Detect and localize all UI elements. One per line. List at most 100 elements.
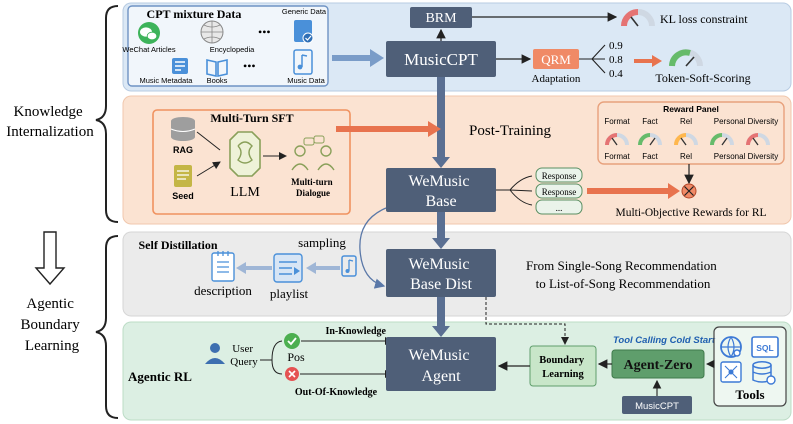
- web-search-icon: [720, 336, 742, 359]
- qrm-fanout: [579, 44, 606, 74]
- cpt-encyclopedia-label: Encyclopedia: [210, 45, 255, 54]
- sql-icon: SQL: [751, 336, 779, 358]
- music-file-icon: [341, 255, 357, 277]
- tools-label: Tools: [735, 387, 764, 402]
- rag-database-icon: [170, 117, 196, 141]
- response-bubble-2: ...: [535, 199, 583, 215]
- reward-gauge-icon: [674, 133, 698, 146]
- reward-panel: [597, 101, 785, 165]
- sampling-curve-arrow: [359, 207, 387, 289]
- cpt-books-label: Books: [207, 76, 228, 85]
- sft-title: Multi-Turn SFT: [210, 111, 293, 125]
- sft-box: [152, 109, 351, 215]
- reward-labels-row1: Format Fact Rel Personal Diversity: [604, 117, 778, 126]
- reward-gauge-icon: [710, 133, 734, 146]
- base-to-dist-arrow: [432, 212, 450, 249]
- musiccpt-label: MusicCPT: [404, 50, 478, 69]
- brm-label: BRM: [425, 11, 457, 26]
- from-single-song-label: From Single-Song Recommendation to List-…: [526, 258, 720, 291]
- sft-to-post-training-arrow: [336, 121, 441, 137]
- agentic-rl-title: Agentic RL: [128, 369, 192, 384]
- wechat-icon: [138, 22, 160, 44]
- reward-panel-title: Reward Panel: [663, 104, 719, 114]
- wemusic-base-node: [386, 168, 496, 212]
- user-icon: [205, 343, 225, 364]
- scores-to-token-arrow: [634, 55, 662, 67]
- score-2: 0.4: [609, 68, 623, 80]
- llm-brain-icon: [229, 131, 261, 177]
- wemusic-base-dist-label: WeMusic Base Dist: [409, 256, 474, 293]
- svg-text:Rel: Rel: [680, 117, 692, 126]
- cpt-dots-top: •••: [258, 25, 271, 39]
- boundary-learning-node: [529, 345, 597, 387]
- multi-objective-label: Multi-Objective Rewards for RL: [615, 207, 766, 219]
- database-search-icon: [752, 361, 776, 385]
- response-bubble-1: Response: [535, 183, 583, 199]
- kl-loss-label: KL loss constraint: [660, 12, 748, 26]
- playlist-label: playlist: [270, 286, 309, 301]
- combine-cross-icon: [681, 183, 697, 199]
- svg-text:Response: Response: [542, 187, 577, 197]
- svg-text:Format: Format: [604, 152, 630, 161]
- music-data-icon: [293, 49, 313, 75]
- responses-to-reward-arrow: [587, 183, 680, 199]
- tool-cold-start-label: Tool Calling Cold Start: [613, 335, 716, 346]
- music-metadata-icon: [172, 58, 188, 74]
- musiccpt-node: [386, 41, 496, 77]
- svg-text:Rel: Rel: [680, 152, 692, 161]
- svg-text:Fact: Fact: [642, 117, 658, 126]
- llm-label: LLM: [230, 185, 260, 200]
- cpt-generic-label: Generic Data: [282, 7, 327, 16]
- brace-knowledge: [95, 5, 119, 223]
- stage-transition-arrow: [34, 231, 66, 286]
- svg-text:...: ...: [556, 203, 563, 213]
- wemusic-agent-node: [386, 337, 496, 391]
- music-to-playlist-arrow: [306, 262, 340, 274]
- rag-seed-to-llm-arrows: [196, 131, 220, 177]
- musiccpt-small-node: [622, 396, 692, 414]
- svg-text:Format: Format: [604, 117, 630, 126]
- brm-node: [410, 7, 472, 28]
- wemusic-agent-label: WeMusic Agent: [409, 347, 474, 385]
- encyclopedia-globe-icon: [200, 20, 224, 44]
- reward-gauge-icons: [605, 133, 770, 146]
- description-label: description: [194, 283, 252, 298]
- in-knowledge-label: In-Knowledge: [325, 326, 386, 337]
- musiccpt-to-base-arrow: [432, 77, 450, 168]
- kl-gauge-icon: [621, 9, 655, 27]
- cpt-to-musiccpt-arrow: [332, 49, 384, 67]
- svg-text:Response: Response: [542, 171, 577, 181]
- network-graph-icon: [720, 361, 742, 383]
- dist-to-agent-arrow: [432, 297, 450, 337]
- cpt-music-metadata-label: Music Metadata: [140, 76, 194, 85]
- stage-knowledge-label: Knowledge Internalization: [6, 104, 94, 140]
- svg-text:Personal Diversity: Personal Diversity: [714, 117, 778, 126]
- score-0: 0.9: [609, 40, 623, 52]
- playlist-icon: [273, 253, 303, 283]
- user-query-label: User Query: [230, 343, 258, 368]
- stage-agentic-label: Agentic Boundary Learning: [21, 296, 84, 354]
- pos-label: Pos: [287, 350, 305, 364]
- seed-label: Seed: [172, 191, 194, 201]
- multi-turn-label: Multi-turn Dialogue: [291, 177, 335, 198]
- score-1: 0.8: [609, 54, 623, 66]
- wemusic-base-label: WeMusic Base: [409, 173, 474, 210]
- svg-text:Personal Diversity: Personal Diversity: [714, 152, 778, 161]
- qrm-node: [533, 49, 579, 69]
- svg-text:SQL: SQL: [756, 343, 773, 353]
- svg-text:Fact: Fact: [642, 152, 658, 161]
- multi-turn-dialogue-icon: [291, 135, 335, 171]
- seed-document-icon: [174, 165, 192, 187]
- cpt-title: CPT mixture Data: [147, 7, 242, 21]
- cpt-dots-bottom: •••: [243, 59, 256, 73]
- qrm-label: QRM: [541, 52, 571, 67]
- token-soft-label: Token-Soft-Scoring: [655, 71, 750, 85]
- playlist-to-description-arrow: [236, 262, 272, 274]
- generic-data-icon: [294, 20, 314, 44]
- adaptation-label: Adaptation: [532, 73, 581, 85]
- dist-to-boundary-dashed: [485, 297, 569, 345]
- reward-gauge-icon: [605, 133, 629, 146]
- out-of-knowledge-label: Out-Of-Knowledge: [295, 387, 378, 398]
- books-icon: [206, 59, 228, 77]
